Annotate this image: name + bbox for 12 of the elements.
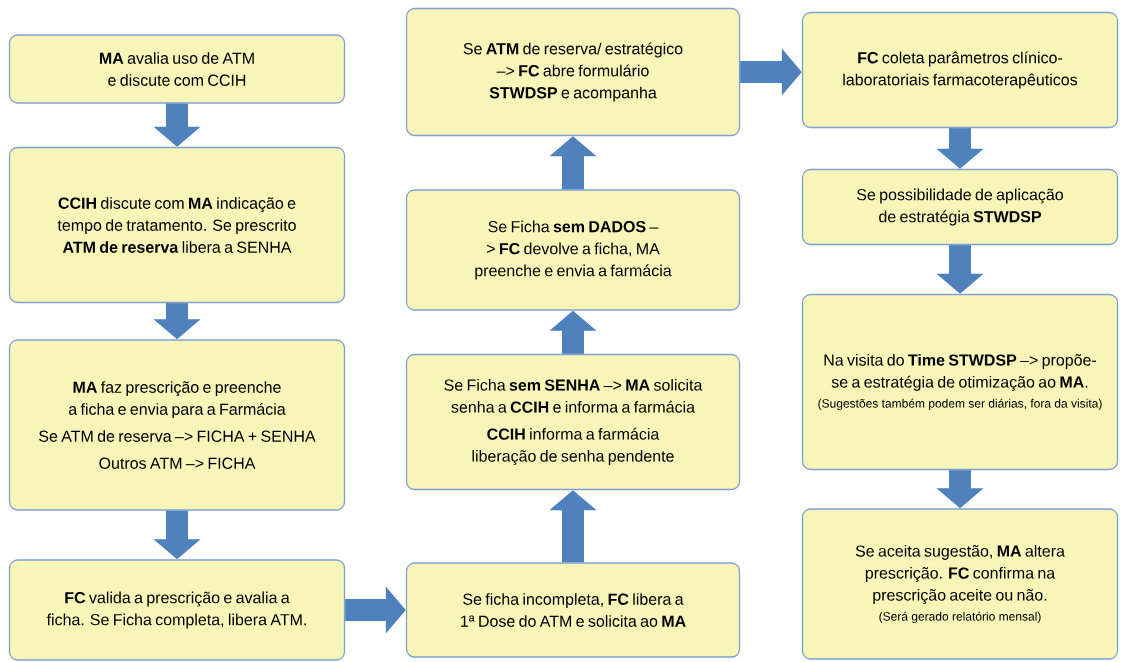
process-box: Se ficha incompleta, FC libera a 1ª Dose do ATM e solicita ao MA bbox=[405, 562, 741, 658]
process-box: Se ATM de reserva/ estratégico –> FC abre formulário STWDSP e acompanha bbox=[405, 7, 741, 137]
process-box: Na visita do Time STWDSP –> propõe-se a estratégia de otimização ao MA. (Sugestões também podem ser diárias, fora da visita) bbox=[801, 293, 1119, 471]
process-box: FC coleta parâmetros clínico-laboratoriais farmacoterapêuticos bbox=[801, 11, 1119, 129]
process-box: Se Ficha sem DADOS –> FC devolve a ficha, MA preenche e envia a farmácia bbox=[405, 189, 741, 311]
process-box: FC valida a prescrição e avalia a ficha. Se Ficha completa, libera ATM. bbox=[8, 559, 346, 661]
process-box: Se possibilidade de aplicação de estratégia STWDSP bbox=[801, 168, 1119, 246]
process-box: MA faz prescrição e preenche a ficha e envia para a Farmácia Se ATM de reserva –> FICHA + SENHA Outros ATM –> FICHA bbox=[8, 339, 346, 511]
process-box: MA avalia uso de ATM e discute com CCIH bbox=[8, 34, 346, 104]
process-box: Se aceita sugestão, MA altera prescrição. FC confirma na prescrição aceite ou não. (Será gerado relatório mensal) bbox=[801, 508, 1119, 660]
process-box: Se Ficha sem SENHA –> MA solicita senha a CCIH e informa a farmácia CCIH informa a farmácia liberação de senha pendente bbox=[405, 353, 741, 491]
process-box: CCIH discute com MA indicação e tempo de tratamento. Se prescrito ATM de reserva libera a SENHA bbox=[8, 146, 346, 304]
